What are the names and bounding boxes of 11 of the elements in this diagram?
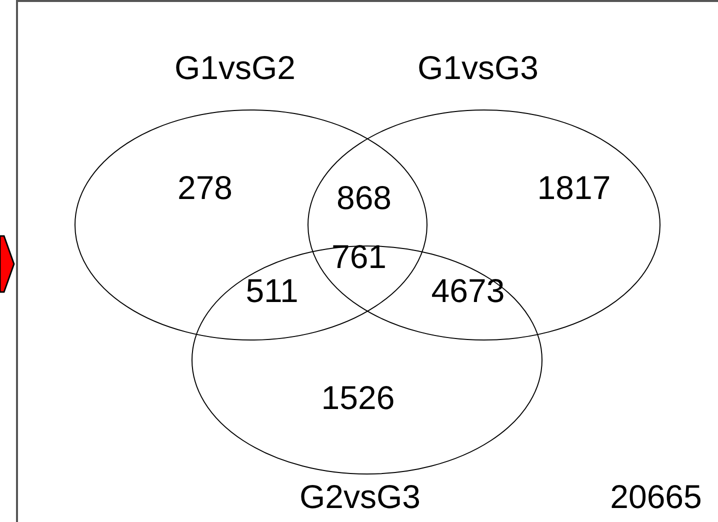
region-count: 4673 <box>431 273 505 309</box>
region-count: 278 <box>177 170 233 206</box>
set-label: G1vsG3 <box>417 50 539 86</box>
set-label: G1vsG2 <box>174 50 296 86</box>
region-count: 1526 <box>321 380 395 416</box>
region-count: 868 <box>336 180 392 216</box>
region-count: 511 <box>246 273 298 309</box>
region-count: 1817 <box>537 170 611 206</box>
region-count: 761 <box>331 239 387 275</box>
outside-count: 20665 <box>610 479 702 515</box>
set-label: G2vsG3 <box>299 479 421 515</box>
